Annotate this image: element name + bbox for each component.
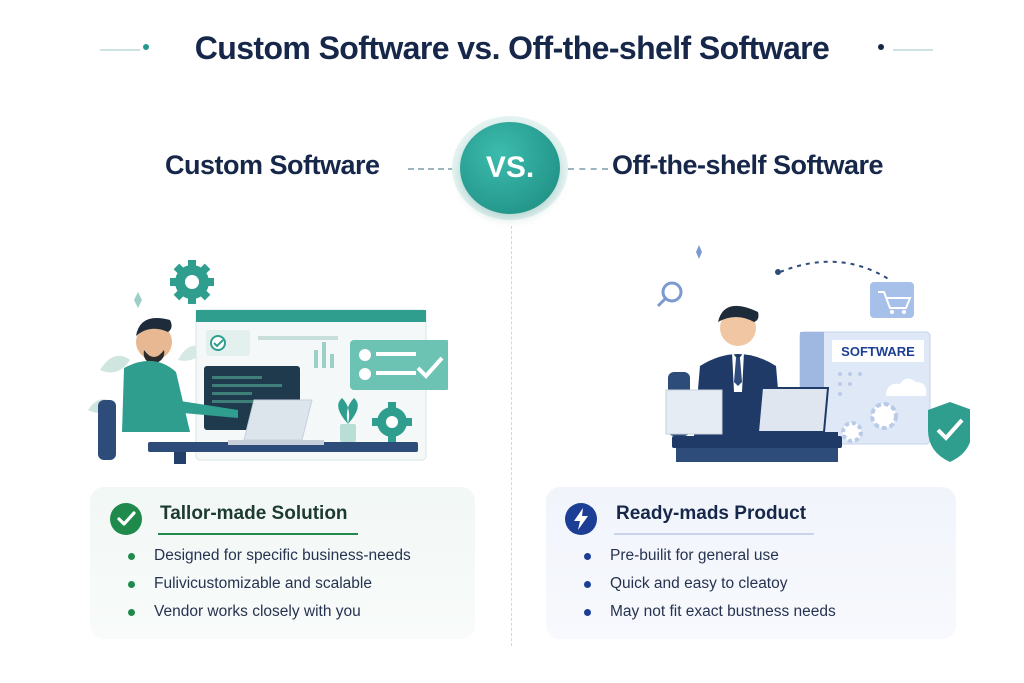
magnifier-icon <box>656 281 683 308</box>
feature-list: Pre-builit for general use Quick and eas… <box>584 542 836 626</box>
title-right-line <box>893 49 933 51</box>
title-right-dot <box>878 44 884 50</box>
custom-software-illustration <box>88 260 448 464</box>
left-column-title: Custom Software <box>165 150 380 180</box>
list-item: Pre-builit for general use <box>584 542 836 570</box>
check-circle-icon <box>109 502 143 536</box>
sparkle-icon <box>134 292 142 308</box>
left-dash-connector <box>408 168 454 170</box>
bar-chart-icon <box>314 342 334 368</box>
card-title: Ready-mads Product <box>616 503 807 524</box>
software-box-label: SOFTWARE <box>841 344 915 359</box>
card-title-underline <box>614 533 814 535</box>
off-the-shelf-illustration: SOFTWARE <box>656 245 970 462</box>
lightning-bolt-icon <box>564 502 598 536</box>
center-divider <box>511 226 512 646</box>
sparkle-icon <box>696 245 702 259</box>
off-the-shelf-card: Ready-mads Product Pre-builit for genera… <box>546 487 956 639</box>
custom-software-card: Tallor-made Solution Designed for specif… <box>90 487 475 639</box>
title-left-line <box>100 49 140 51</box>
gear-icon <box>841 402 898 443</box>
shopping-cart-icon <box>870 282 914 318</box>
shield-check-icon <box>928 402 970 462</box>
list-item: Fulivicustomizable and scalable <box>128 570 411 598</box>
feature-list: Designed for specific business-needs Ful… <box>128 542 411 626</box>
list-item: Designed for specific business-needs <box>128 542 411 570</box>
title-left-dot <box>143 44 149 50</box>
page-title: Custom Software vs. Off-the-shelf Softwa… <box>194 30 830 66</box>
vs-badge: VS. <box>460 122 560 214</box>
gear-icon <box>372 402 412 442</box>
card-title-underline <box>158 533 358 535</box>
cloud-icon <box>886 378 927 396</box>
header: Custom Software vs. Off-the-shelf Softwa… <box>0 22 1024 78</box>
list-item: Quick and easy to cleatoy <box>584 570 836 598</box>
right-column-title: Off-the-shelf Software <box>612 150 884 180</box>
gear-icon <box>170 260 214 304</box>
list-item: Vendor works closely with you <box>128 598 411 626</box>
right-dash-connector <box>568 168 608 170</box>
list-item: May not fit exact bustness needs <box>584 598 836 626</box>
card-title: Tallor-made Solution <box>160 503 348 524</box>
